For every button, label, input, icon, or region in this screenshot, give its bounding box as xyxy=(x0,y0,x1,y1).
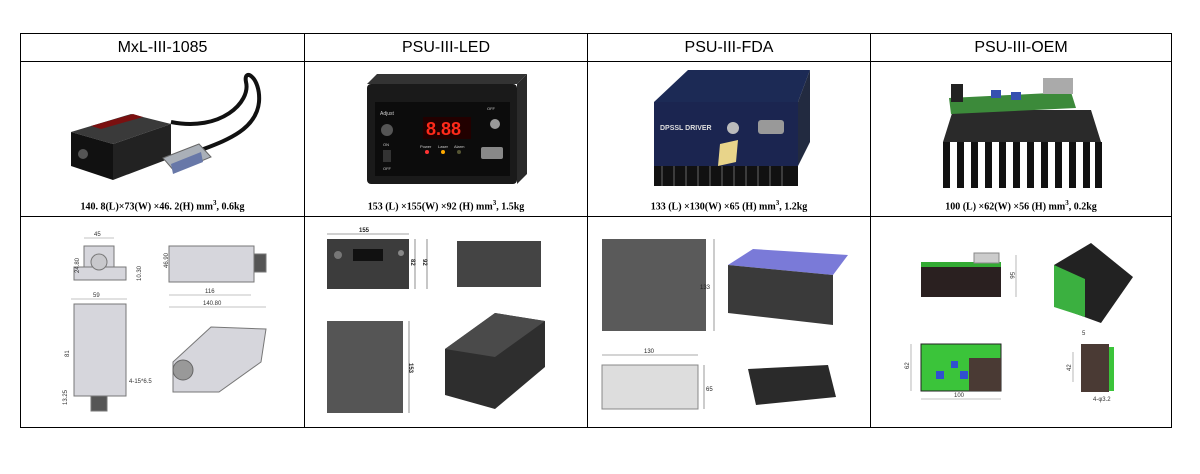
drawing-row: 45 24.80 46.90 10.30 116 140.80 59 81 13… xyxy=(20,216,1172,428)
svg-text:82: 82 xyxy=(409,259,415,266)
psu-oem-dimension-drawing: 56 62 100 5 42 4-φ3.2 xyxy=(905,243,1133,403)
svg-text:OFF: OFF xyxy=(383,166,392,171)
svg-text:59: 59 xyxy=(93,293,100,299)
psu-oem-photo xyxy=(943,78,1102,188)
photo-cell-psu-led: Adjust ON OFF 8.88 Power Laser Alarm OFF… xyxy=(304,61,588,217)
header-psu-fda: PSU-III-FDA xyxy=(587,33,871,62)
svg-text:10.30: 10.30 xyxy=(137,265,143,281)
svg-text:155: 155 xyxy=(359,228,370,234)
drawing-cell-psu-oem: 56 62 100 5 42 4-φ3.2 xyxy=(870,216,1172,428)
caption-mxl: 140. 8(L)×73(W) ×46. 2(H) mm3, 0.6kg xyxy=(80,199,245,213)
svg-text:8.88: 8.88 xyxy=(426,119,461,139)
svg-text:DPSSL DRIVER: DPSSL DRIVER xyxy=(660,125,712,132)
laser-head-photo xyxy=(71,73,262,180)
svg-text:133: 133 xyxy=(700,285,711,291)
svg-text:4-15*6.5: 4-15*6.5 xyxy=(129,379,152,385)
svg-text:153: 153 xyxy=(407,363,413,374)
svg-text:13.25: 13.25 xyxy=(63,389,69,405)
svg-text:116: 116 xyxy=(205,289,215,295)
photo-cell-mxl: 140. 8(L)×73(W) ×46. 2(H) mm3, 0.6kg xyxy=(20,61,305,217)
svg-text:130: 130 xyxy=(644,349,655,355)
caption-psu-oem: 100 (L) ×62(W) ×56 (H) mm3, 0.2kg xyxy=(945,199,1097,213)
mxl-dimension-drawing: 45 24.80 46.90 10.30 116 140.80 59 81 13… xyxy=(63,232,267,412)
header-psu-led: PSU-III-LED xyxy=(304,33,588,62)
svg-text:62: 62 xyxy=(905,362,911,369)
photo-cell-psu-fda: DPSSL DRIVER 133 (L) ×130(W) ×65 (H) mm3… xyxy=(587,61,871,217)
svg-text:46.90: 46.90 xyxy=(164,252,170,268)
svg-text:81: 81 xyxy=(65,350,71,357)
svg-text:Laser: Laser xyxy=(438,144,449,149)
svg-text:42: 42 xyxy=(1067,364,1073,371)
svg-text:56: 56 xyxy=(1008,272,1014,279)
svg-text:140.80: 140.80 xyxy=(203,301,222,307)
psu-fda-photo: DPSSL DRIVER xyxy=(654,70,810,186)
svg-text:ON: ON xyxy=(383,142,389,147)
drawing-cell-psu-led: 155 82 92 153 xyxy=(304,216,588,428)
svg-text:Alarm: Alarm xyxy=(454,144,465,149)
svg-text:45: 45 xyxy=(94,232,101,238)
caption-psu-fda: 133 (L) ×130(W) ×65 (H) mm3, 1.2kg xyxy=(650,199,808,213)
svg-text:Adjust: Adjust xyxy=(380,111,395,117)
caption-psu-led: 153 (L) ×155(W) ×92 (H) mm3, 1.5kg xyxy=(367,199,525,213)
psu-led-dimension-drawing: 155 82 92 153 xyxy=(327,228,545,413)
svg-text:5: 5 xyxy=(1082,331,1086,337)
psu-led-photo: Adjust ON OFF 8.88 Power Laser Alarm OFF xyxy=(367,74,527,184)
header-psu-oem: PSU-III-OEM xyxy=(870,33,1172,62)
header-mxl: MxL-III-1085 xyxy=(20,33,305,62)
product-spec-table: MxL-III-1085 PSU-III-LED PSU-III-FDA PSU… xyxy=(20,33,1172,428)
svg-text:100: 100 xyxy=(954,393,965,399)
photo-row: 140. 8(L)×73(W) ×46. 2(H) mm3, 0.6kg Adj… xyxy=(20,61,1172,217)
svg-text:OFF: OFF xyxy=(487,106,496,111)
svg-text:4-φ3.2: 4-φ3.2 xyxy=(1093,397,1111,403)
drawing-cell-psu-fda: 133 130 65 xyxy=(587,216,871,428)
svg-text:Power: Power xyxy=(420,144,432,149)
header-row: MxL-III-1085 PSU-III-LED PSU-III-FDA PSU… xyxy=(20,33,1172,62)
svg-text:92: 92 xyxy=(421,259,427,266)
psu-fda-dimension-drawing: 133 130 65 xyxy=(601,239,848,410)
svg-text:24.80: 24.80 xyxy=(75,257,81,273)
photo-cell-psu-oem: 100 (L) ×62(W) ×56 (H) mm3, 0.2kg xyxy=(870,61,1172,217)
svg-text:65: 65 xyxy=(706,387,713,393)
drawing-cell-mxl: 45 24.80 46.90 10.30 116 140.80 59 81 13… xyxy=(20,216,305,428)
